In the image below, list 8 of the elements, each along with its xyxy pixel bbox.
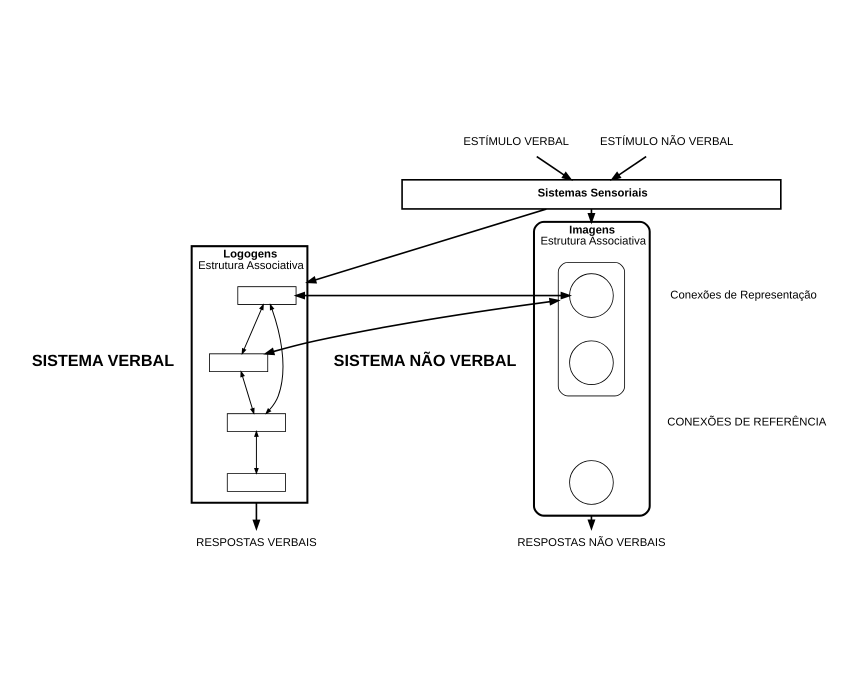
node-text: ESTÍMULO NÃO VERBAL: [600, 135, 734, 148]
node-label: SISTEMA VERBAL: [32, 351, 174, 370]
node-text: RESPOSTAS VERBAIS: [196, 536, 317, 549]
node-text: ESTÍMULO VERBAL: [463, 135, 569, 148]
label: Conexões de Representação: [670, 289, 817, 302]
node-label: SISTEMA NÃO VERBAL: [334, 351, 516, 370]
node-text: RESPOSTAS NÃO VERBAIS: [517, 536, 666, 549]
label: CONEXÕES DE REFERÊNCIA: [667, 416, 826, 428]
